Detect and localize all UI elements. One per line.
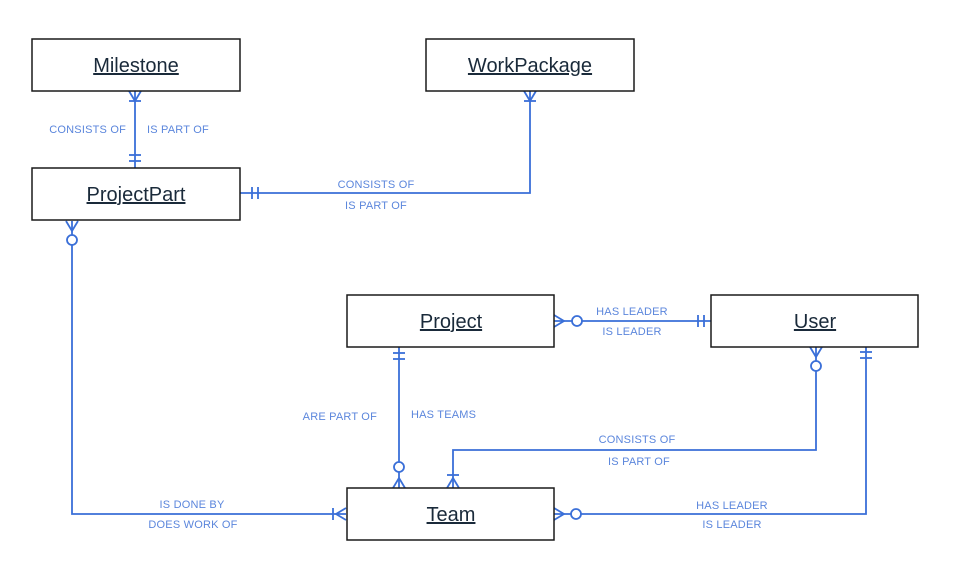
mark-user-left-exactly-one <box>697 315 705 327</box>
entity-project[interactable]: Project <box>346 294 555 348</box>
mark-milestone-one-or-many <box>128 90 142 103</box>
entity-label-project: Project <box>420 311 483 333</box>
label-team-has-leader: HAS LEADER <box>696 500 768 512</box>
label-team-does-work-of: DOES WORK OF <box>148 519 237 531</box>
label-milestone-consists-of: CONSISTS OF <box>49 124 126 136</box>
mark-team-left-one-or-many <box>332 507 347 521</box>
mark-project-bottom-exactly-one <box>393 352 405 360</box>
label-milestone-is-part-of: IS PART OF <box>147 124 209 136</box>
mark-workpackage-one-or-many <box>523 90 537 103</box>
entity-label-workpackage: WorkPackage <box>468 55 592 77</box>
mark-team-right-zero-or-many <box>553 507 582 521</box>
entity-label-milestone: Milestone <box>93 55 179 77</box>
cardinality-marks <box>65 90 872 521</box>
entity-workpackage[interactable]: WorkPackage <box>425 38 635 92</box>
mark-user-bottom-exactly-one <box>860 351 872 359</box>
label-project-is-leader: IS LEADER <box>602 326 661 338</box>
relationship-lines <box>71 91 867 515</box>
label-user-is-part-of: IS PART OF <box>608 456 670 468</box>
entity-user[interactable]: User <box>710 294 919 348</box>
label-workpackage-consists-of: CONSISTS OF <box>338 179 415 191</box>
entity-milestone[interactable]: Milestone <box>31 38 241 92</box>
label-team-are-part-of: ARE PART OF <box>303 411 377 423</box>
entity-label-user: User <box>794 311 837 333</box>
entity-label-team: Team <box>427 504 476 526</box>
entity-team[interactable]: Team <box>346 487 555 541</box>
line-team-user-leader <box>554 347 867 515</box>
mark-user-bottom-zero-or-many <box>809 346 823 372</box>
entity-label-projectpart: ProjectPart <box>87 184 186 206</box>
label-project-has-teams: HAS TEAMS <box>411 409 476 421</box>
relationship-labels: CONSISTS OF IS PART OF CONSISTS OF IS PA… <box>49 124 768 531</box>
label-project-has-leader: HAS LEADER <box>596 306 668 318</box>
label-workpackage-is-part-of: IS PART OF <box>345 200 407 212</box>
line-projectpart-team <box>71 221 346 515</box>
entity-projectpart[interactable]: ProjectPart <box>31 167 241 221</box>
mark-projectpart-top-exactly-one <box>129 154 141 162</box>
mark-team-top-zero-or-many <box>392 461 406 489</box>
label-projectpart-is-done-by: IS DONE BY <box>160 499 225 511</box>
mark-projectpart-right-exactly-one <box>251 187 259 199</box>
label-team-consists-of: CONSISTS OF <box>599 434 676 446</box>
mark-project-right-zero-or-many <box>553 314 583 328</box>
mark-team-top-one-or-many <box>446 474 460 489</box>
line-user-team-membership <box>452 347 817 488</box>
line-projectpart-workpackage <box>240 91 531 194</box>
mark-projectpart-bottom-zero-or-many <box>65 220 79 246</box>
label-user-is-leader: IS LEADER <box>702 519 761 531</box>
